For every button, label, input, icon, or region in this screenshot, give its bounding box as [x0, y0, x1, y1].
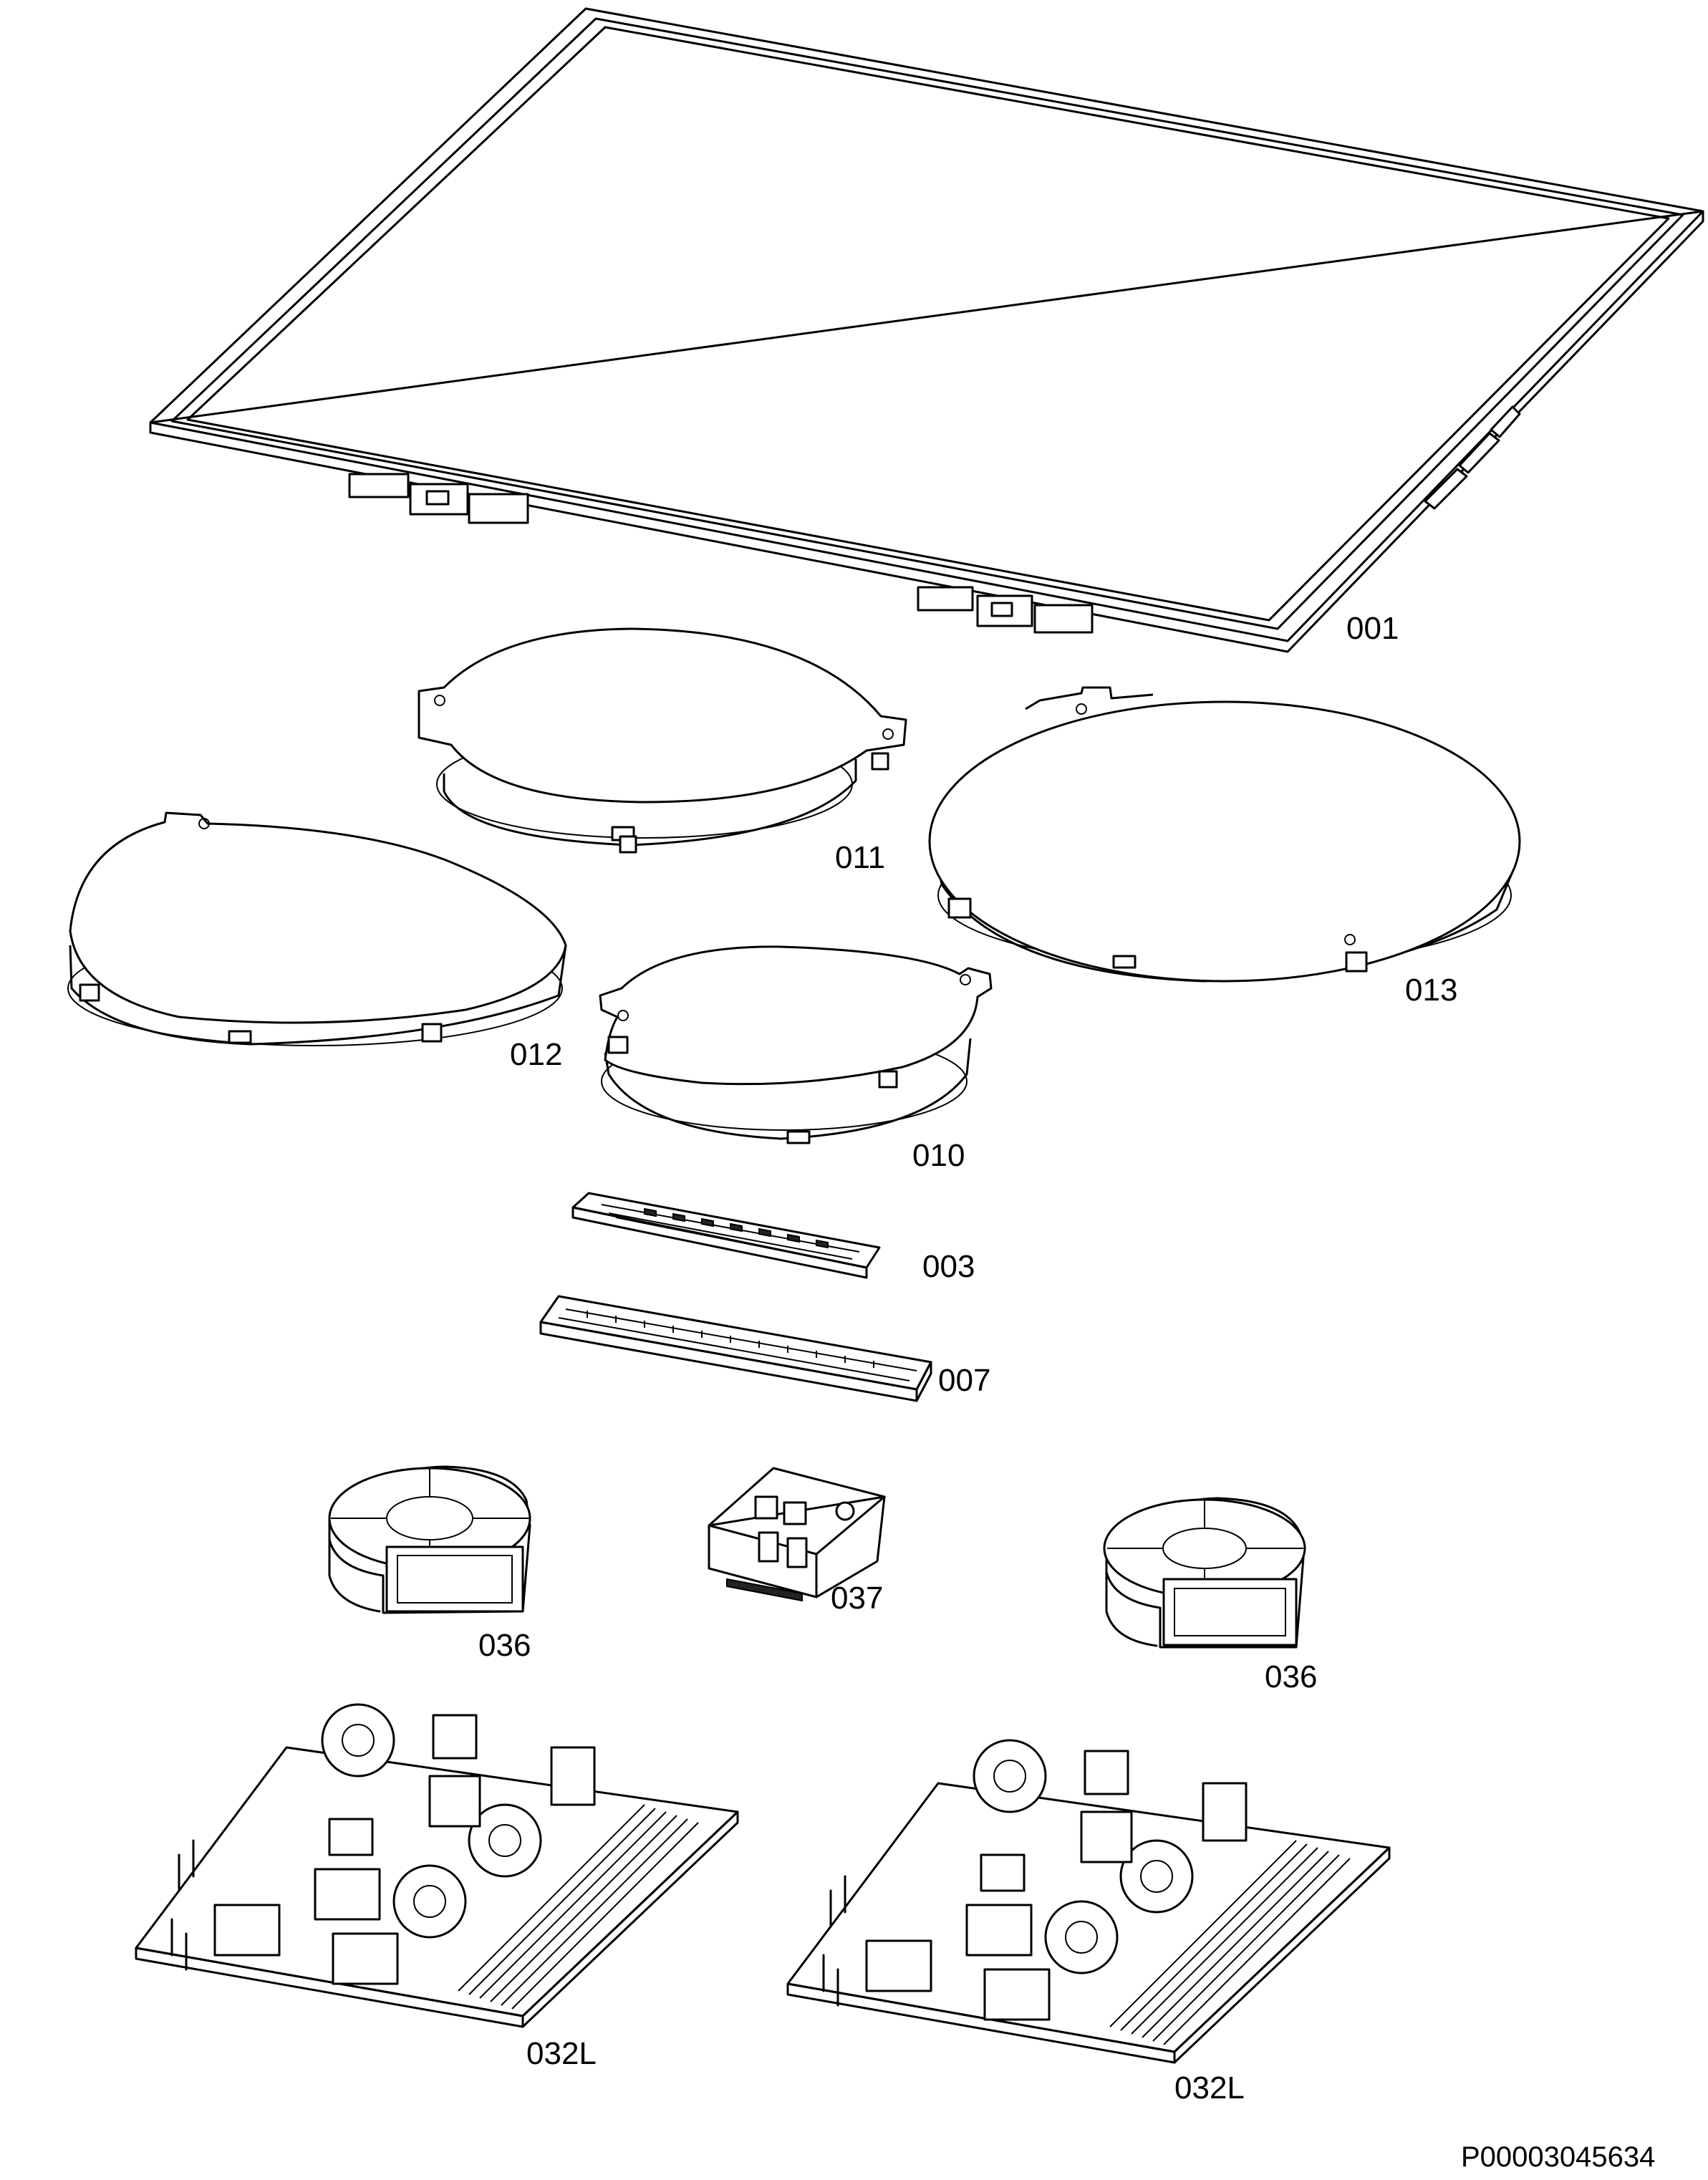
- label-007: 007: [938, 1363, 990, 1398]
- fan-036-left[interactable]: [328, 1465, 531, 1614]
- power-board-032L-right[interactable]: [786, 1739, 1391, 2064]
- glass-panel-part[interactable]: [149, 7, 1704, 653]
- label-032L-left: 032L: [526, 2036, 597, 2071]
- fan-036-right[interactable]: [1103, 1497, 1306, 1649]
- terminal-block-037[interactable]: [708, 1467, 886, 1602]
- label-012: 012: [510, 1037, 562, 1072]
- label-001: 001: [1346, 611, 1399, 646]
- document-id: P00003045634: [1461, 2141, 1655, 2173]
- label-036-right: 036: [1265, 1659, 1317, 1694]
- label-011: 011: [835, 840, 885, 875]
- control-board-003[interactable]: [571, 1192, 881, 1279]
- label-003: 003: [922, 1249, 975, 1284]
- control-frame-007[interactable]: [539, 1295, 932, 1402]
- induction-coil-011[interactable]: [418, 627, 907, 854]
- induction-coil-012[interactable]: [67, 811, 567, 1046]
- power-board-032L-left[interactable]: [135, 1703, 739, 2028]
- label-036-left: 036: [478, 1628, 531, 1663]
- label-032L-right: 032L: [1174, 2070, 1245, 2106]
- label-013: 013: [1405, 973, 1457, 1008]
- label-010: 010: [912, 1138, 965, 1173]
- induction-coil-013[interactable]: [928, 686, 1521, 983]
- induction-coil-010[interactable]: [599, 945, 993, 1144]
- label-037: 037: [831, 1581, 883, 1616]
